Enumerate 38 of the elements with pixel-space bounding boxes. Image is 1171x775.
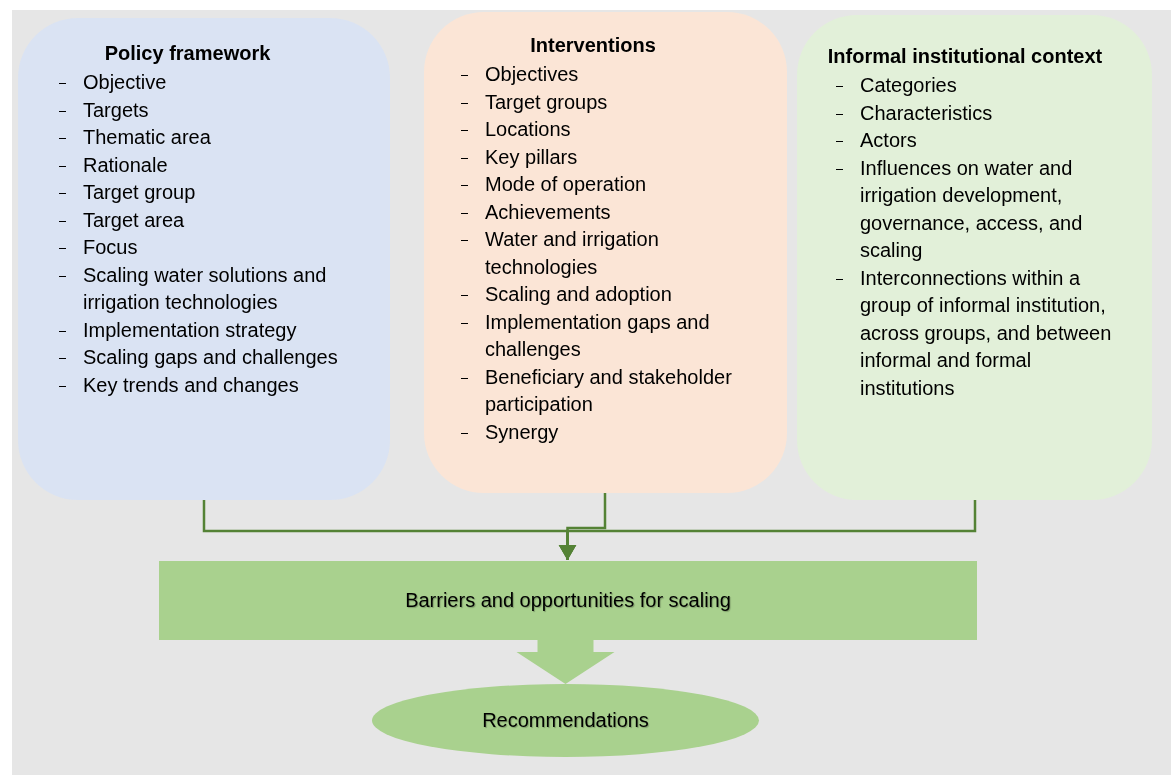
- list-item-text: Target groups: [485, 90, 608, 113]
- node-label: Barriers and opportunities for scaling: [405, 589, 731, 612]
- list-item-text: Scaling gaps and challenges: [83, 346, 338, 368]
- list-item-text: Actors: [860, 129, 917, 151]
- list-item-text: Locations: [485, 118, 571, 140]
- list-item-text: Beneficiary and stakeholder participation: [485, 365, 732, 415]
- rounded-box: [797, 15, 1152, 500]
- list-item-text: Mode of operation: [485, 173, 647, 195]
- list-item-text: Water and irrigation technologies: [485, 228, 659, 278]
- process-box: [159, 561, 977, 640]
- list-item-text: Target area: [83, 208, 185, 231]
- list-item-text: Categories: [860, 74, 957, 96]
- list-item-text: Implementation strategy: [83, 318, 297, 341]
- list-item-text: Key pillars: [485, 145, 578, 168]
- list-item-text: Influences on water and irrigation development, governance, access, and scaling: [860, 156, 1083, 261]
- list-item-text: Key trends and changes: [83, 373, 299, 396]
- list-item-text: Synergy: [485, 420, 559, 443]
- list-item-text: Scaling water solutions and irrigation technologies: [83, 263, 327, 313]
- list-item-text: Rationale: [83, 153, 168, 176]
- list-item-text: Scaling and adoption: [485, 283, 672, 305]
- list-item-text: Objective: [83, 71, 167, 93]
- block-arrow: [516, 640, 615, 684]
- list-item-text: Target group: [83, 181, 196, 203]
- box-heading: Interventions: [529, 33, 657, 58]
- list-item-text: Thematic area: [83, 126, 211, 148]
- node-label: Recommendations: [482, 709, 649, 732]
- list-item-text: Interconnections within a group of informal institution, across groups, and between informal and formal institutions: [860, 266, 1112, 399]
- box-heading: Policy framework: [103, 41, 272, 66]
- list-item-text: Targets: [83, 98, 149, 121]
- list-item-text: Implementation gaps and challenges: [485, 310, 710, 360]
- list-item-text: Focus: [83, 236, 138, 258]
- list-item-text: Objectives: [485, 63, 579, 85]
- connector-arrow: [558, 500, 977, 560]
- rounded-box: [18, 18, 390, 500]
- box-heading: Informal institutional context: [826, 44, 1104, 69]
- rounded-box: [424, 12, 787, 493]
- list-item-text: Achievements: [485, 200, 611, 223]
- list-item-text: Characteristics: [860, 101, 993, 124]
